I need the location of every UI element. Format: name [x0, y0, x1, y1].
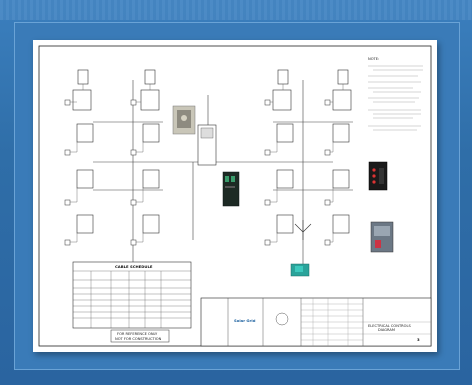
- schedule-title: CABLE SCHEDULE: [115, 264, 153, 269]
- top-pattern-band: [0, 0, 472, 20]
- cable-schedule-table: CABLE SCHEDULE: [72, 261, 192, 329]
- drawing-sheet: NOTE: CABLE SCHEDULE: [33, 40, 437, 352]
- disclaimer-line-2: NOT FOR CONSTRUCTION: [115, 337, 162, 341]
- notes-heading: NOTE:: [368, 57, 379, 61]
- title-block: Solar Grid ELECTRICAL CONTROLS DIAGRAM 3: [200, 297, 432, 347]
- right-devices: [272, 69, 352, 234]
- left-devices: [72, 69, 160, 234]
- branch-wires: [70, 84, 344, 243]
- company-logo-text: Solar Grid: [234, 318, 256, 323]
- wiring-diagram: NOTE: CABLE SCHEDULE: [38, 45, 432, 347]
- sheet-number: 3: [417, 337, 420, 342]
- terminal-blocks: [64, 99, 331, 246]
- controller-photo: [368, 161, 388, 191]
- notes-area: NOTE:: [368, 57, 423, 131]
- title-line-1: ELECTRICAL CONTROLS: [368, 324, 411, 328]
- disclaimer-line-1: FOR REFERENCE ONLY: [117, 332, 158, 336]
- seal-icon: [275, 312, 289, 326]
- antenna-symbol: [294, 220, 312, 240]
- title-line-2: DIAGRAM: [378, 328, 395, 332]
- disclaimer-box: [110, 329, 170, 343]
